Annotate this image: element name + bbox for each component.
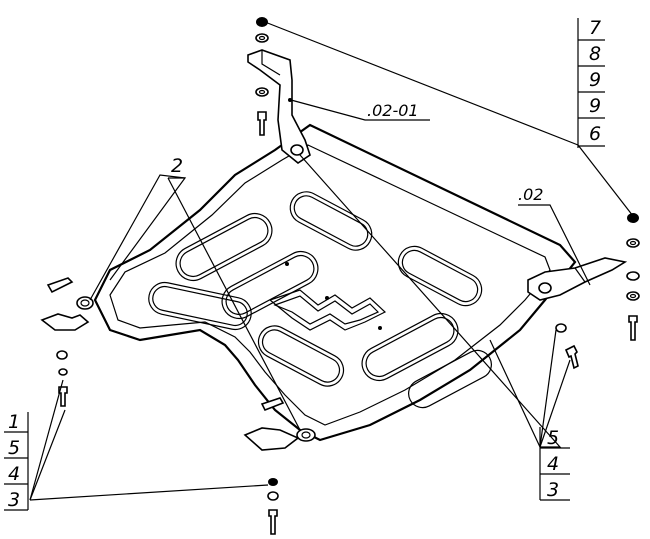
callout-3-left: 3 (8, 489, 20, 511)
callout-1: 1 (8, 411, 20, 433)
rib-slots (148, 191, 492, 409)
callout-9b: 9 (589, 95, 601, 117)
mid-right-fastener (555, 323, 579, 370)
callout-9a: 9 (589, 69, 601, 91)
callout-5-right: 5 (547, 427, 559, 449)
label-02-01: .02-01 (367, 101, 419, 120)
callout-6: 6 (589, 123, 601, 145)
right-bracket (527, 257, 628, 301)
callout-8: 8 (589, 43, 601, 65)
leader-lines (29, 21, 634, 501)
callout-stack-right: 5 4 3 (539, 427, 570, 501)
left-bracket-front (40, 277, 94, 331)
callout-4-right: 4 (547, 453, 559, 475)
callout-4-left: 4 (8, 463, 20, 485)
right-fastener-stack (626, 213, 640, 341)
label-2: 2 (171, 155, 183, 177)
label-02: .02 (518, 185, 543, 204)
callout-3-right: 3 (547, 479, 559, 501)
callout-stack-left: 1 5 4 3 (4, 411, 29, 511)
bottom-fastener-stack (267, 478, 279, 535)
left-bracket-rear (243, 397, 316, 451)
callout-7: 7 (589, 17, 601, 39)
top-fastener-stack (255, 17, 269, 136)
left-fastener-stack (56, 350, 68, 407)
callout-stack-top-right: 7 8 9 9 6 (577, 17, 605, 148)
callout-5-left: 5 (8, 437, 20, 459)
